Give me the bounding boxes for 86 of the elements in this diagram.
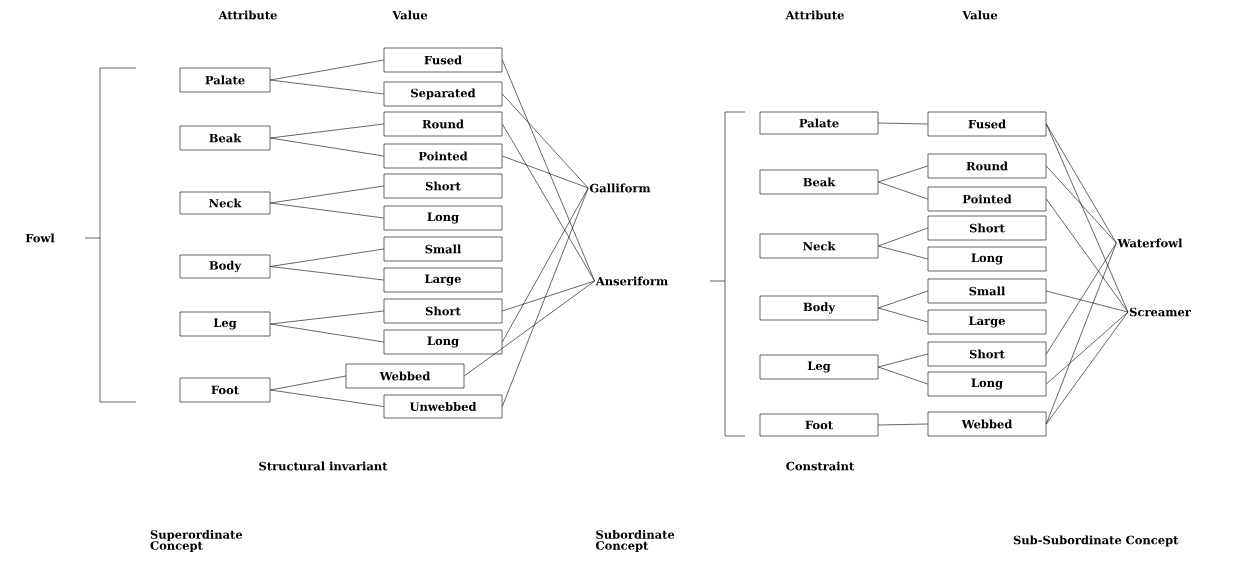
connector-line: [502, 93, 589, 189]
caption-label: Subordinate Concept: [596, 529, 675, 553]
connector-line: [270, 323, 384, 343]
connector-line: [1046, 242, 1117, 355]
connector-line: [878, 353, 928, 368]
heading-label: Attribute: [785, 10, 844, 20]
connector-line: [464, 280, 595, 377]
connector-line: [270, 375, 346, 391]
value-box: Webbed: [345, 363, 465, 389]
heading-label: Value: [392, 10, 428, 20]
value-box: Small: [927, 278, 1047, 304]
attribute-box: Beak: [759, 169, 879, 195]
value-box: Long: [383, 205, 503, 231]
value-box: Short: [383, 298, 503, 324]
connector-line: [270, 123, 384, 139]
connector-line: [270, 79, 384, 95]
connector-line: [502, 280, 595, 312]
connector-line: [1046, 311, 1129, 385]
value-box: Long: [927, 246, 1047, 272]
value-box: Large: [383, 267, 503, 293]
attribute-box: Foot: [179, 377, 271, 403]
value-box: Separated: [383, 81, 503, 107]
attribute-box: Beak: [179, 125, 271, 151]
attribute-box: Neck: [759, 233, 879, 259]
value-box: Round: [927, 153, 1047, 179]
connector-line: [502, 155, 589, 189]
value-box: Small: [383, 236, 503, 262]
connector-line: [270, 310, 384, 325]
connector-line: [878, 290, 928, 309]
connector-line: [270, 59, 384, 81]
heading-label: Fowl: [25, 233, 55, 243]
connector-line: [878, 165, 928, 183]
connector-line: [502, 59, 595, 282]
value-box: Short: [383, 173, 503, 199]
value-box: Webbed: [927, 411, 1047, 437]
concept-label: Screamer: [1129, 307, 1191, 317]
connector-line: [1046, 290, 1129, 313]
value-box: Long: [383, 329, 503, 355]
value-box: Long: [927, 371, 1047, 397]
caption-label: Sub-Subordinate Concept: [1013, 535, 1179, 547]
value-box: Fused: [927, 111, 1047, 137]
value-box: Short: [927, 341, 1047, 367]
caption-label: Superordinate Concept: [150, 529, 243, 553]
attribute-box: Palate: [759, 111, 879, 135]
connector-line: [878, 423, 928, 426]
connector-line: [1046, 198, 1129, 313]
connector-line: [270, 389, 384, 407]
concept-label: Waterfowl: [1117, 238, 1183, 248]
heading-label: Attribute: [218, 10, 277, 20]
connector-line: [502, 123, 595, 282]
connector-line: [878, 245, 928, 260]
value-box: Large: [927, 309, 1047, 335]
value-box: Unwebbed: [383, 394, 503, 419]
connector-line: [878, 366, 928, 385]
concept-label: Anseriform: [595, 276, 668, 286]
connector-line: [502, 187, 589, 407]
attribute-box: Leg: [179, 311, 271, 337]
attribute-box: Foot: [759, 413, 879, 437]
connector-line: [1046, 165, 1117, 244]
connector-line: [270, 266, 384, 281]
connector-line: [878, 181, 928, 200]
connector-line: [1046, 311, 1129, 425]
connector-line: [270, 248, 384, 267]
connector-line: [1046, 123, 1129, 313]
attribute-box: Palate: [179, 67, 271, 93]
value-box: Pointed: [383, 143, 503, 169]
heading-label: Structural invariant: [259, 461, 388, 471]
connector-line: [1046, 242, 1117, 425]
attribute-box: Body: [179, 254, 271, 279]
connector-line: [270, 202, 384, 219]
connector-line: [878, 307, 928, 323]
value-box: Pointed: [927, 186, 1047, 212]
connector-line: [270, 137, 384, 157]
value-box: Short: [927, 215, 1047, 241]
connector-line: [270, 185, 384, 204]
connector-line: [878, 122, 928, 125]
attribute-box: Neck: [179, 191, 271, 215]
connector-line: [878, 227, 928, 247]
heading-label: Constraint: [786, 461, 855, 471]
heading-label: Value: [962, 10, 998, 20]
connector-line: [1046, 123, 1117, 244]
value-box: Round: [383, 111, 503, 137]
attribute-box: Body: [759, 295, 879, 321]
value-box: Fused: [383, 47, 503, 73]
concept-label: Galliform: [589, 183, 651, 193]
attribute-box: Leg: [759, 354, 879, 380]
